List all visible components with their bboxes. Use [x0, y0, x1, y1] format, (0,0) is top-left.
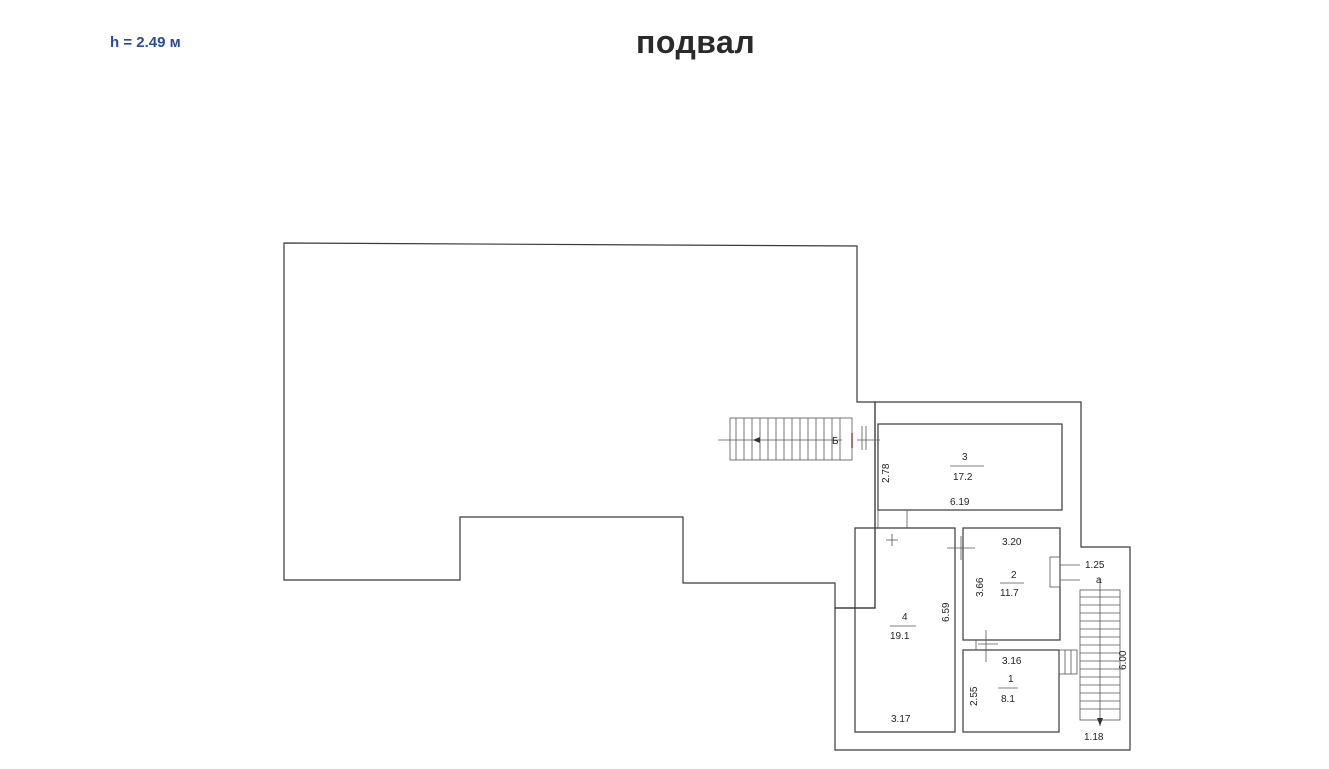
- stair-b: [718, 417, 853, 461]
- room-2-area: 11.7: [1000, 588, 1019, 599]
- door-room1-stair: [1058, 649, 1078, 675]
- door-room2-room1: [975, 630, 998, 662]
- dim-room1-width: 3.16: [1002, 656, 1022, 667]
- room-3: [877, 423, 1063, 511]
- dim-stair-bottom-width: 1.18: [1084, 732, 1104, 743]
- dim-room4-width: 3.17: [891, 714, 911, 725]
- door-room3-room4: [877, 510, 908, 546]
- room-3-number: 3: [962, 452, 968, 463]
- dim-room2-width: 3.20: [1002, 537, 1022, 548]
- door-room3-stair-b: [851, 426, 880, 450]
- room-4-area: 19.1: [890, 631, 910, 642]
- dim-room4-height: 6.59: [941, 602, 952, 622]
- stair-b-marker: Б: [832, 436, 839, 447]
- dim-stair-top-width: 1.25: [1085, 560, 1105, 571]
- stair-a: [1079, 578, 1121, 726]
- room-4-number: 4: [902, 612, 908, 623]
- stair-a-marker: а: [1096, 575, 1102, 586]
- room-1: [962, 649, 1060, 733]
- room-3-area: 17.2: [953, 472, 973, 483]
- dim-room1-height: 2.55: [969, 686, 980, 706]
- dim-room3-height: 2.78: [881, 463, 892, 483]
- ceiling-height-label: h = 2.49 м: [110, 34, 181, 51]
- door-room4-room2: [947, 536, 975, 560]
- main-building-outline: [283, 242, 876, 609]
- room-1-number: 1: [1008, 674, 1014, 685]
- room-2-number: 2: [1011, 570, 1017, 581]
- floor-title: подвал: [636, 24, 756, 60]
- room-1-area: 8.1: [1001, 694, 1015, 705]
- door-room2-stair: [1049, 556, 1080, 588]
- dim-stair-length: 6.00: [1118, 650, 1129, 670]
- dim-room2-height: 3.66: [975, 577, 986, 597]
- annex-outer-wall: [834, 401, 1131, 751]
- dim-room3-width: 6.19: [950, 497, 970, 508]
- room-4: [854, 527, 956, 733]
